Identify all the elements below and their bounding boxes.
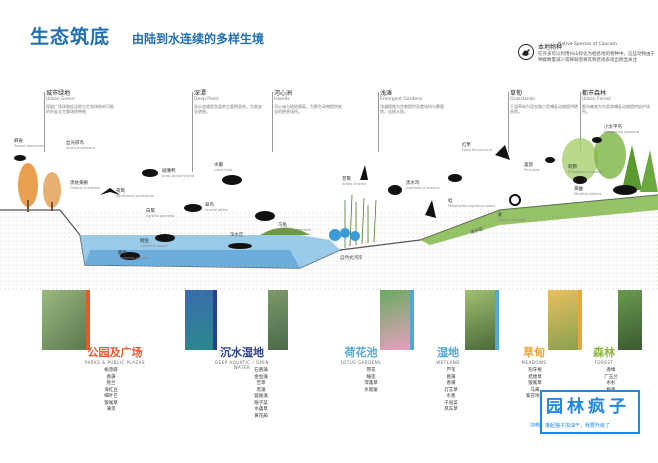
zone-divider — [272, 92, 273, 152]
otter-icon — [222, 175, 242, 185]
island — [260, 227, 310, 235]
heron-icon — [360, 165, 368, 180]
page-subtitle: 由陆到水连续的多样生境 — [132, 32, 265, 46]
hedgehog-icon — [573, 176, 587, 184]
moorhen-icon — [388, 185, 402, 195]
page-title: 生态筑底 — [30, 26, 111, 48]
fish-icon — [120, 252, 140, 260]
habitat-cross-section — [0, 131, 658, 290]
crane-icon — [425, 200, 436, 218]
frog-icon — [448, 174, 462, 182]
tree-left — [18, 163, 61, 212]
photo-lotus — [380, 290, 410, 350]
photo-forest — [618, 290, 642, 350]
photo-deep-water-2 — [268, 290, 288, 350]
section-label-natural-bank: 自然式河岸 — [340, 256, 363, 261]
photo-meadow — [548, 290, 578, 350]
accent-strip — [578, 290, 582, 350]
plant-list-wetland: 芦苇 菖蒲 香蒲 灯芯草 水葱 千屈菜 风车草 — [444, 368, 458, 412]
accent-strip — [213, 290, 217, 350]
zone-divider — [378, 92, 379, 152]
photo-deep-water — [185, 290, 213, 350]
tree-right — [562, 131, 658, 192]
plant-list-plazas: 榆荨麻 香蒲 葱兰 海红豆 细叶芒 狼尾草 蒲苇 — [104, 368, 118, 412]
watermark-logo: 园林疯子 — [546, 397, 630, 417]
accent-strip — [86, 290, 90, 350]
legend-title: 本地物种 — [538, 44, 563, 51]
grass-slope — [420, 195, 658, 245]
legend-description: 在许多可以利用州山师化为栖息地的物种中，这些动物由于种群数量减少或稀缺而将其称息… — [538, 52, 655, 63]
fish-icon — [155, 234, 175, 242]
turtle-icon — [255, 211, 275, 221]
zone-divider — [580, 92, 581, 152]
eagle-icon — [100, 188, 120, 195]
plant-list-deep-aquatic: 石菖蒲 金鱼藻 苦草 黑藻 狐尾藻 眼子菜 水蕴草 黄花蔺 — [254, 368, 268, 419]
accent-strip — [495, 290, 499, 350]
bee-icon — [14, 155, 26, 161]
snake-icon — [509, 194, 521, 206]
watermark-frame — [540, 390, 640, 434]
photo-wetland — [465, 290, 495, 350]
waxwing-icon — [592, 137, 602, 143]
magpie-icon — [545, 157, 555, 163]
photo-plaza — [42, 290, 86, 350]
weasel-icon — [613, 185, 637, 195]
fish-icon — [228, 243, 252, 249]
aquatic-plants — [329, 228, 360, 241]
zone-divider — [192, 92, 193, 172]
zone-divider — [508, 92, 509, 152]
watermark-slogan: 冲啊，撸起袖子加油干，我要升级了 — [530, 423, 611, 429]
duck-icon — [184, 204, 202, 212]
bird-icon — [518, 44, 534, 60]
legend-title-en: Native Species of Concern — [558, 42, 618, 47]
duck-icon — [142, 169, 158, 177]
falcon-icon — [495, 145, 510, 160]
section-label-deep: 深水区 — [230, 233, 244, 238]
zone-divider — [44, 92, 45, 152]
plant-list-lotus: 荷花 睡莲 萍蓬草 水罂粟 — [364, 368, 378, 393]
accent-strip — [410, 290, 414, 350]
plant-list-meadows: 狗牙根 结缕草 狼尾草 马蔺 紫花地丁 — [526, 368, 544, 399]
